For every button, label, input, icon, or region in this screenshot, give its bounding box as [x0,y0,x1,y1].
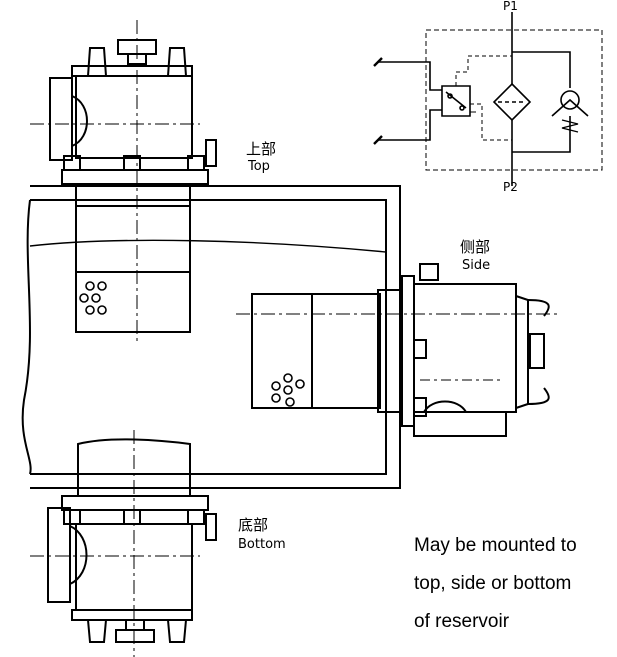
port-p2-label: P2 [503,180,518,194]
mounting-note: May be mounted to top, side or bottom of… [414,536,614,650]
top-filter [30,20,216,345]
top-label-en: Top [248,159,270,174]
port-p1-label: P1 [503,0,518,13]
bottom-filter [30,430,216,657]
mounting-note-line: of reservoir [414,611,510,632]
hydraulic-symbol [374,12,602,186]
mounting-note-line: May be mounted to [414,535,577,556]
side-label-zh: 侧部 [460,238,491,256]
top-label-zh: 上部 [246,140,277,158]
side-label-en: Side [462,258,491,273]
mounting-note-line: top, side or bottom [414,573,572,594]
bottom-label-en: Bottom [238,537,286,552]
bottom-label-zh: 底部 [238,516,269,534]
reservoir [23,186,400,488]
side-filter [236,264,560,436]
